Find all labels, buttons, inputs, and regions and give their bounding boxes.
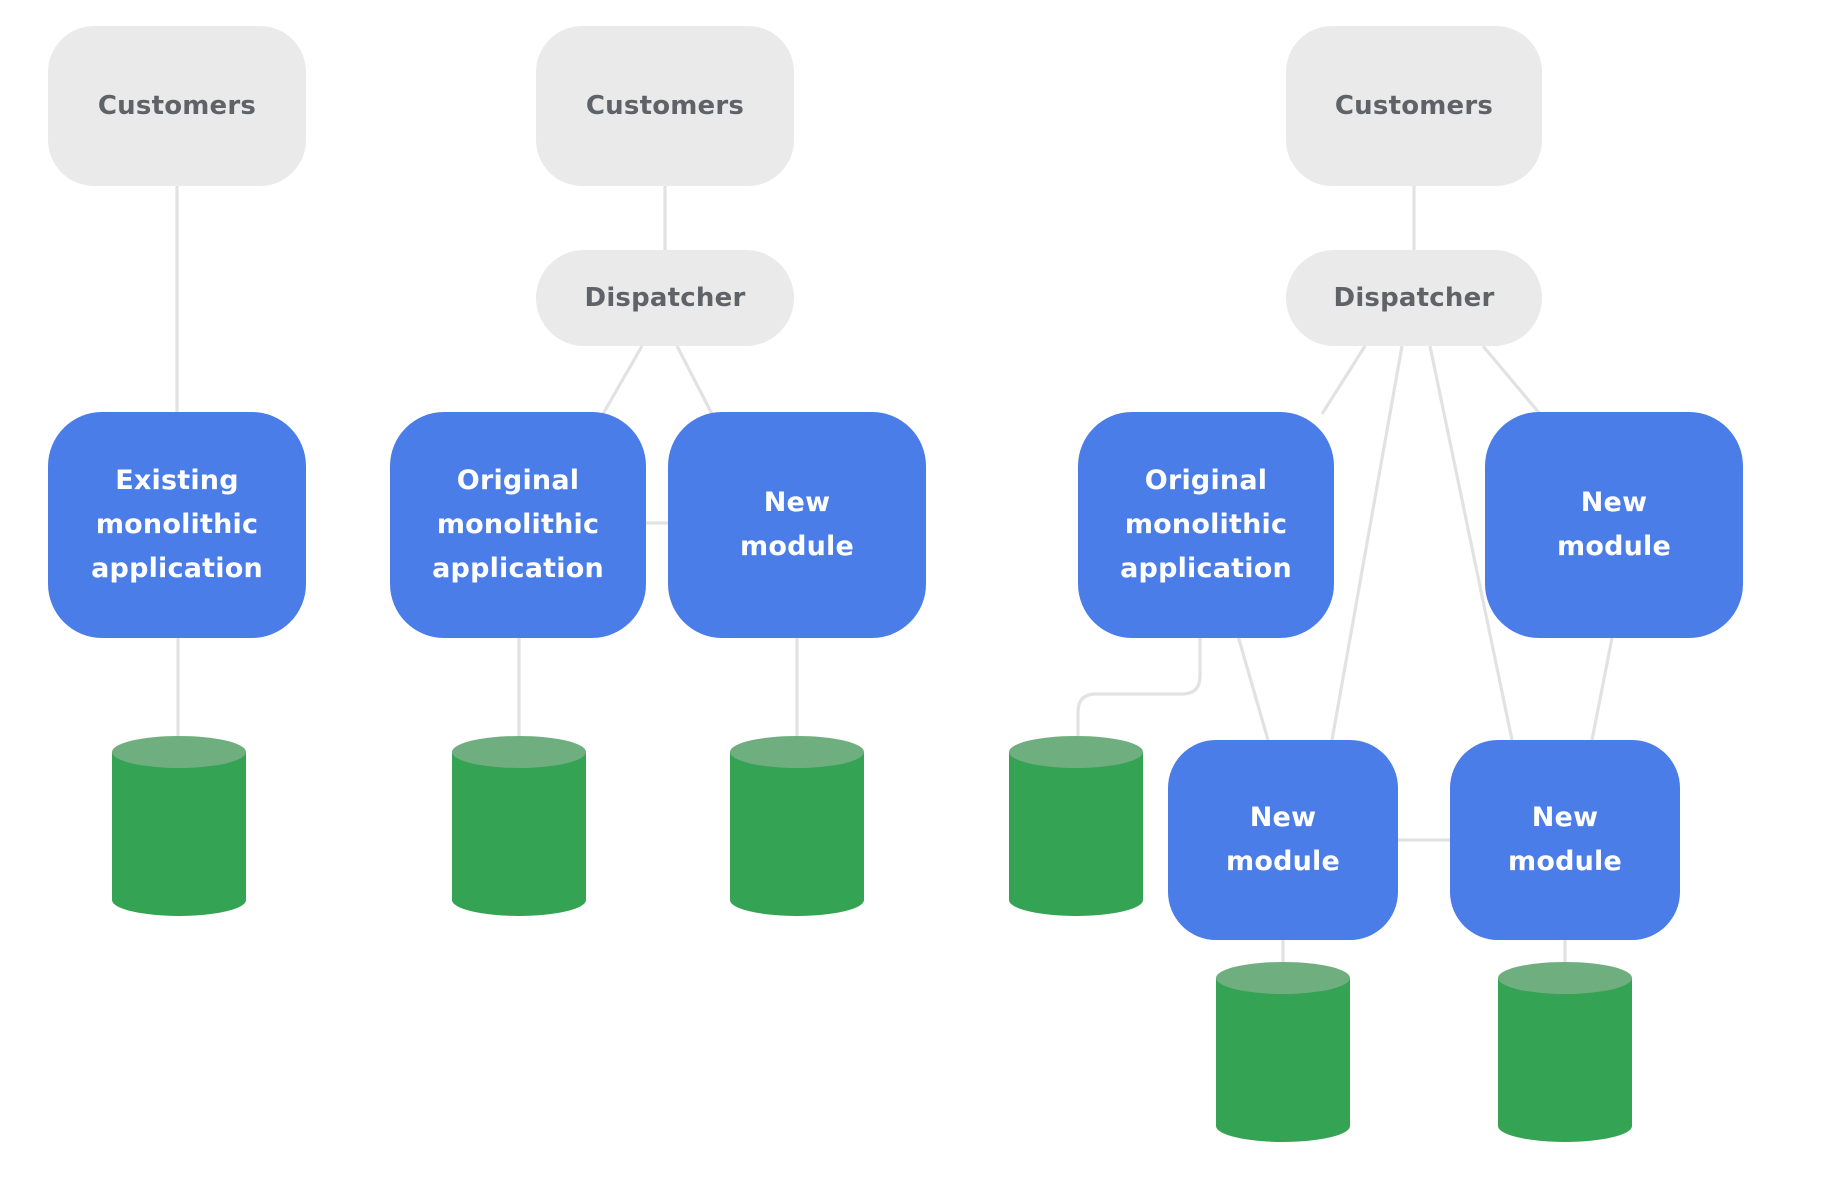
node-dispatcher: Dispatcher [1286,250,1542,346]
connector-elbow [1076,638,1202,745]
database-icon [1009,736,1143,916]
database-cylinder [109,730,249,922]
node-label: Customers [585,90,745,121]
database-cylinder [1495,956,1635,1148]
database-icon [1498,962,1632,1142]
node-label: New module [740,487,854,562]
node-new-module: New module [1485,412,1743,638]
node-customers: Customers [1286,26,1542,186]
node-label: New module [1226,802,1340,877]
connector [601,345,644,415]
database-cylinder [1006,730,1146,922]
node-label: Customers [1334,90,1494,121]
node-existing-monolithic-application: Existing monolithic application [48,412,306,638]
database-icon [112,736,246,916]
node-label: New module [1508,802,1622,877]
connector [675,345,714,415]
node-label: Original monolithic application [1120,465,1292,584]
node-label: Customers [97,90,257,121]
connector [1590,637,1614,741]
connector [1236,635,1270,741]
node-original-monolithic-application: Original monolithic application [1078,412,1334,638]
database-cylinder [727,730,867,922]
node-customers: Customers [536,26,794,186]
database-cylinder [449,730,589,922]
connector [1320,345,1367,415]
node-dispatcher: Dispatcher [536,250,794,346]
database-icon [730,736,864,916]
node-original-monolithic-application: Original monolithic application [390,412,646,638]
node-new-module: New module [1450,740,1680,940]
node-new-module: New module [668,412,926,638]
database-icon [1216,962,1350,1142]
connector [1330,345,1404,741]
node-label: Dispatcher [1333,282,1495,313]
node-label: Dispatcher [584,282,746,313]
node-label: Existing monolithic application [91,465,263,584]
connector [1481,344,1542,416]
node-label: New module [1557,487,1671,562]
node-customers: Customers [48,26,306,186]
node-new-module: New module [1168,740,1398,940]
connector [1428,345,1514,741]
database-icon [452,736,586,916]
node-label: Original monolithic application [432,465,604,584]
database-cylinder [1213,956,1353,1148]
